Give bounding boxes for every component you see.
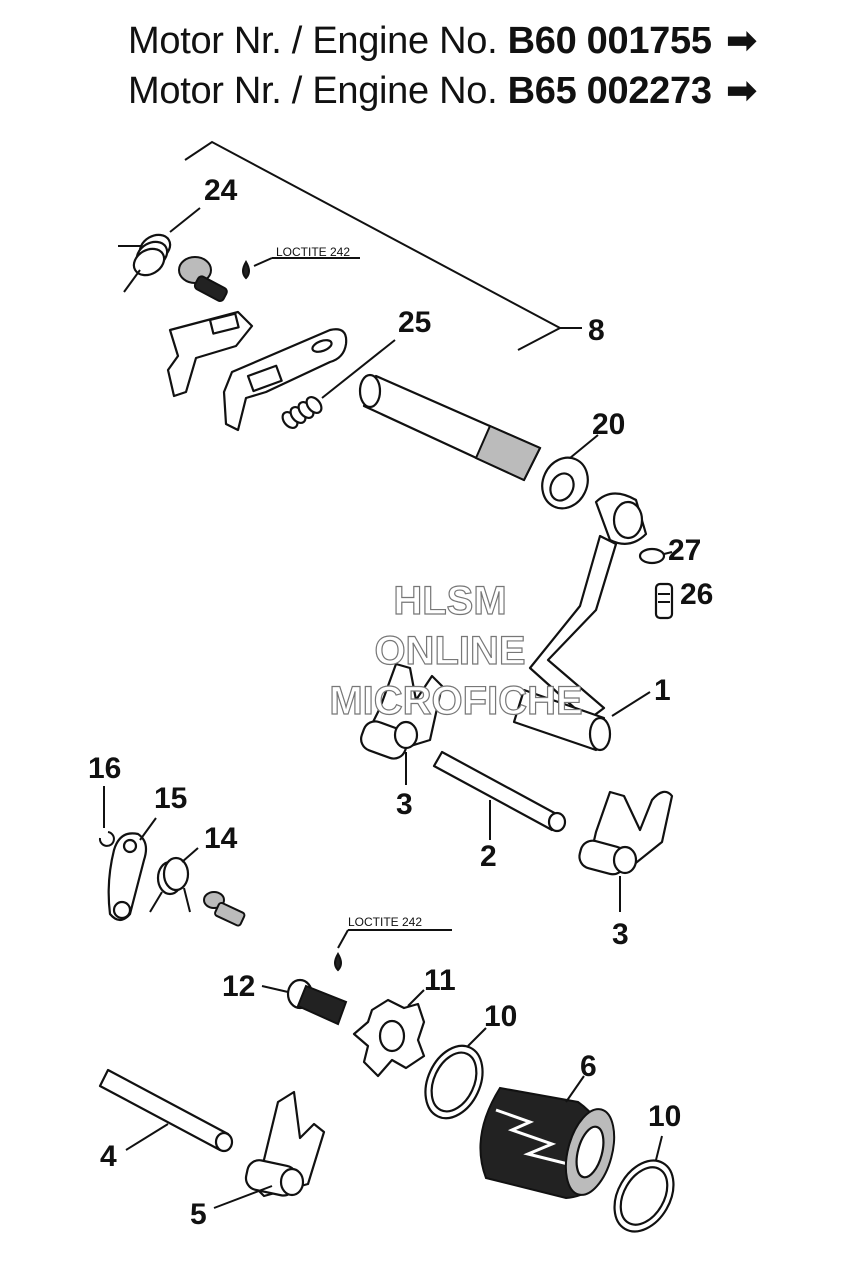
part-15-detent-lever [107, 832, 148, 922]
part-25-spring [281, 396, 323, 429]
callout-14: 14 [204, 822, 238, 855]
leader-15 [139, 817, 157, 841]
callout-8: 8 [588, 314, 605, 347]
part-pivot-bolt [178, 256, 228, 302]
watermark-line-2: ONLINE [374, 629, 525, 673]
leader-24 [169, 207, 201, 233]
loctite-drop-icon [334, 952, 342, 972]
leader-14 [181, 847, 199, 863]
engine-number-line-2: Motor Nr. / Engine No. B65 002273 ➡ [128, 68, 758, 113]
part-26-bolt [654, 582, 674, 620]
callout-3-lower: 3 [612, 918, 629, 951]
part-3-shift-fork-lower [578, 790, 674, 876]
leader-6 [565, 1075, 585, 1103]
callout-1: 1 [654, 674, 671, 707]
leader-4 [125, 1123, 169, 1151]
loctite-label-top: LOCTITE 242 [276, 245, 350, 259]
leader-loctite-bottom [337, 929, 349, 949]
leader-25 [321, 339, 396, 399]
leader-1 [611, 691, 651, 717]
loctite-drop-icon [242, 260, 250, 280]
leader-12 [261, 985, 289, 993]
loctite-label-bottom: LOCTITE 242 [348, 915, 422, 929]
engine-number-2: B65 002273 [507, 70, 712, 112]
callout-11: 11 [424, 964, 456, 997]
callout-10-lower: 10 [648, 1100, 681, 1133]
part-detent-bolt [203, 891, 246, 927]
part-10-ring-upper [424, 1044, 484, 1120]
leader-27 [663, 551, 673, 555]
part-16-clip [98, 831, 115, 847]
callout-27: 27 [668, 534, 701, 567]
part-shift-shaft [358, 373, 542, 482]
part-27-washer [638, 547, 666, 565]
callout-6: 6 [580, 1050, 597, 1083]
callout-10-upper: 10 [484, 1000, 517, 1033]
part-24-spring [118, 233, 172, 293]
callout-12: 12 [222, 970, 255, 1003]
watermark-line-1: HLSM [393, 579, 506, 623]
callout-20: 20 [592, 408, 625, 441]
callout-2: 2 [480, 840, 497, 873]
arrow-right-icon: ➡ [725, 20, 758, 62]
engine-number-line-1: Motor Nr. / Engine No. B60 001755 ➡ [128, 18, 758, 63]
part-14-torsion-spring [149, 856, 191, 913]
part-11-shift-cam [352, 998, 426, 1078]
engine-label-2: Motor Nr. / Engine No. [128, 70, 508, 112]
watermark-line-3: MICROFICHE [329, 679, 582, 723]
engine-number-1: B60 001755 [507, 20, 712, 62]
callout-26: 26 [680, 578, 713, 611]
callout-15: 15 [154, 782, 187, 815]
leader-10-lower [655, 1135, 663, 1161]
leader-loctite-top [253, 257, 273, 267]
part-20-seal-ring [541, 456, 589, 510]
leader-10-upper [467, 1027, 487, 1047]
part-2-fork-rod [432, 750, 567, 833]
leader-5 [213, 1185, 273, 1209]
callout-3-upper: 3 [396, 788, 413, 821]
part-10-ring-lower [613, 1159, 675, 1233]
part-5-shift-fork [244, 1090, 326, 1198]
part-4-fork-rod [98, 1068, 234, 1153]
callout-25: 25 [398, 306, 431, 339]
assembly-bracket-8 [184, 140, 563, 351]
callout-4: 4 [100, 1140, 117, 1173]
part-3-shift-fork-upper [360, 662, 444, 760]
part-12-screw [286, 978, 348, 1026]
part-1-shift-arm [512, 492, 648, 752]
callout-24: 24 [204, 174, 238, 207]
callout-5: 5 [190, 1198, 207, 1231]
part-6-shift-drum [479, 1086, 616, 1200]
engine-label-1: Motor Nr. / Engine No. [128, 20, 508, 62]
leader-20 [569, 434, 599, 459]
leader-11 [407, 989, 425, 1007]
arrow-right-icon: ➡ [725, 70, 758, 112]
part-8-shift-lever-plates [166, 310, 348, 432]
callout-16: 16 [88, 752, 121, 785]
